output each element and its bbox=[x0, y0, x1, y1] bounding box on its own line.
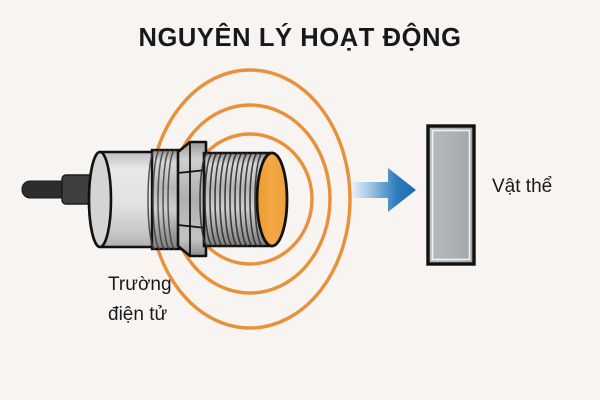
detection-direction-arrow bbox=[352, 168, 416, 212]
field-label-line1: Trường bbox=[108, 274, 172, 295]
sensor-smooth-body bbox=[87, 150, 158, 249]
sensor-front-thread bbox=[199, 151, 274, 248]
page-title: NGUYÊN LÝ HOẠT ĐỘNG bbox=[138, 22, 461, 52]
detected-object-block bbox=[426, 124, 476, 266]
field-label-line2: điện tử bbox=[108, 304, 167, 325]
inductive-proximity-sensor bbox=[21, 140, 289, 258]
sensor-rear-thread bbox=[147, 148, 182, 251]
target-label: Vật thể bbox=[492, 176, 552, 197]
sensor-sensing-face bbox=[255, 151, 289, 248]
sensor-hex-nut bbox=[176, 140, 208, 258]
